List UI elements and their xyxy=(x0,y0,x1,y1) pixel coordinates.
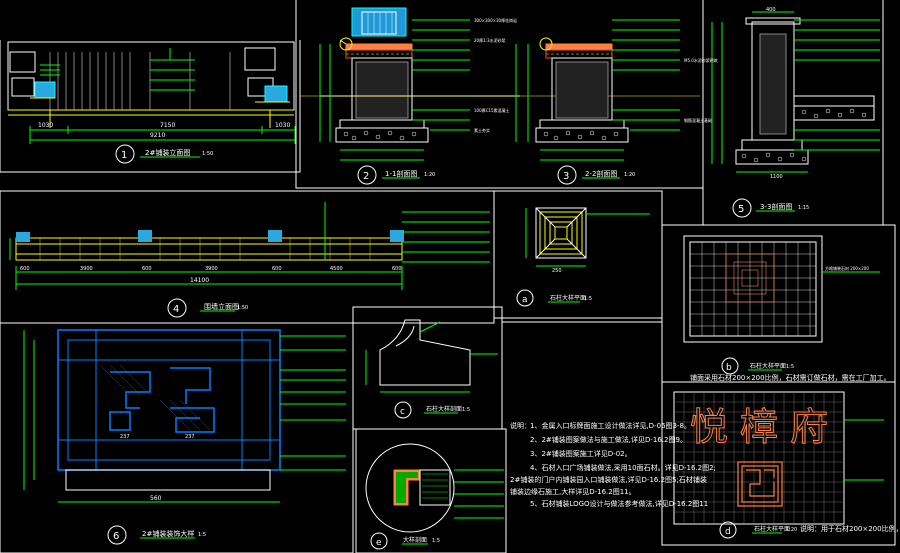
view-a-plan: 250 a 石柱大样平面 1:5 xyxy=(516,207,650,307)
view-3-section: 3 2-2剖面图 1:20 xyxy=(515,19,680,185)
label-scale-1: 1:50 xyxy=(202,151,213,157)
dim-6-width: 560 xyxy=(150,495,162,502)
note-2: 2、2#铺装图案做法与施工做法,详见D-16.2图9。 xyxy=(530,435,687,444)
logo-char-3: 府 xyxy=(790,405,828,449)
note-6: 铺装边缘石施工,大样详见D-16.2图11。 xyxy=(510,487,636,496)
view-2-section: 2 1-1剖面图 1:20 xyxy=(300,7,700,185)
view-d-plan: 悦 樟 府 d 石柱大样平面 1:20 说明：用于石材200×200比例，石材，… xyxy=(673,391,900,539)
note-b: 铺面采用石材200×200比例，石材需订做石材，需在工厂加工。 xyxy=(690,373,891,382)
label-title-c: 石柱大样剖面 xyxy=(426,405,462,413)
label-scale-2: 1:20 xyxy=(424,172,435,178)
callout-5: M5.0水泥砂浆砌筑 xyxy=(684,57,718,63)
dim-1-b: 7150 xyxy=(160,122,175,129)
label-title-5: 3-3剖面图 xyxy=(760,202,792,211)
dim-4-a: 600 xyxy=(20,266,30,272)
dim-4-c: 600 xyxy=(142,266,152,272)
label-num-e: e xyxy=(376,538,382,548)
logo-seal-icon xyxy=(737,461,783,507)
label-title-6: 2#铺装装饰大样 xyxy=(142,529,194,538)
dim-5-top: 400 xyxy=(766,7,776,13)
dim-4-b: 3900 xyxy=(80,266,93,272)
label-title-b: 石柱大样平面 xyxy=(750,362,786,370)
logo-char-2: 樟 xyxy=(740,405,778,449)
label-scale-d: 1:20 xyxy=(786,527,797,533)
view-1-elevation: 1030 7150 1030 9210 1 2#铺装立面图 1:50 xyxy=(7,41,296,164)
label-num-4: 4 xyxy=(173,304,179,315)
dim-4-d: 3900 xyxy=(205,266,218,272)
label-num-a: a xyxy=(522,295,528,305)
view-e-section: e 大样剖面 1:5 xyxy=(365,443,504,550)
dim-4-g: 600 xyxy=(392,266,402,272)
label-scale-4: 1:50 xyxy=(237,305,248,311)
label-scale-5: 1:15 xyxy=(798,205,809,211)
dim-4-total: 14100 xyxy=(190,277,209,284)
callout-b: 方格铺装石材 200×200 xyxy=(825,265,869,271)
label-num-6: 6 xyxy=(113,531,119,542)
view-5-section: 400 1100 5 3-3剖面图 1:15 xyxy=(711,7,880,218)
dim-a-width: 250 xyxy=(552,268,562,274)
callout-6: 钢筋混凝土基础 xyxy=(684,117,712,123)
note-d: 说明：用于石材200×200比例，石材，铺面石材需订做石材，需工厂制作，并需加工… xyxy=(800,524,900,533)
dim-1-c: 1030 xyxy=(275,122,290,129)
label-title-3: 2-2剖面图 xyxy=(585,169,617,178)
note-3: 3、2#铺装图案施工详见D-02。 xyxy=(530,449,632,458)
note-5: 2#铺装的门户内铺装园入口铺装做法,详见D-16.2图5;石材铺装 xyxy=(510,475,707,484)
dim-4-f: 4500 xyxy=(330,266,343,272)
view-6-detail: 560 237 237 6 2#铺装装饰大样 1:5 xyxy=(23,329,346,545)
dim-4-e: 600 xyxy=(272,266,282,272)
label-scale-e: 1:5 xyxy=(432,538,440,544)
label-title-2: 1-1剖面图 xyxy=(385,169,417,178)
label-scale-a: 1:5 xyxy=(584,296,592,302)
dim-1-total: 9210 xyxy=(150,132,165,139)
callout-4: 素土夯实 xyxy=(474,127,490,133)
label-scale-c: 1:5 xyxy=(462,407,470,413)
label-scale-b: 1:5 xyxy=(786,364,794,370)
notes-block: 说明： 1、金属入口标牌面施工设计做法详见,D-06图3-8。 2、2#铺装图案… xyxy=(510,421,716,508)
label-num-c: c xyxy=(400,407,405,417)
label-num-d: d xyxy=(725,527,731,537)
note-4: 4、石材入口广场铺装做法,采用10面石材。详见D-16.2图2; xyxy=(530,463,716,472)
view-b-plan: 方格铺装石材 200×200 b 石柱大样平面 1:5 铺面采用石材200×20… xyxy=(683,235,891,382)
label-title-4: 围墙立面图 xyxy=(204,302,239,311)
logo-char-1: 悦 xyxy=(690,405,728,449)
notes-heading: 说明： xyxy=(510,421,531,430)
view-4-wall-elevation: 600 3900 600 3900 600 4500 600 14100 4 围… xyxy=(9,202,490,318)
callout-3: 100厚C15素混凝土 xyxy=(474,107,510,113)
label-num-b: b xyxy=(726,363,732,373)
label-num-1: 1 xyxy=(121,150,127,161)
label-title-d: 石柱大样平面 xyxy=(754,525,790,533)
label-num-5: 5 xyxy=(738,204,744,215)
label-scale-3: 1:20 xyxy=(624,172,635,178)
dim-6-b: 237 xyxy=(185,434,195,440)
dim-1-a: 1030 xyxy=(38,122,53,129)
label-title-a: 石柱大样平面 xyxy=(550,294,586,302)
callout-2: 20厚1:3水泥砂浆 xyxy=(474,37,506,43)
dim-6-a: 237 xyxy=(120,434,130,440)
label-num-3: 3 xyxy=(563,171,569,182)
note-1: 1、金属入口标牌面施工设计做法详见,D-06图3-8。 xyxy=(530,421,691,430)
label-title-1: 2#铺装立面图 xyxy=(145,148,190,157)
label-scale-6: 1:5 xyxy=(198,532,206,538)
note-7: 5、石材铺装LOGO设计与做法参考做法,详见D-16.2图11 xyxy=(530,499,708,508)
callout-1: 300×300×30厚花岗岩 xyxy=(474,17,517,23)
callout-labels: 300×300×30厚花岗岩 20厚1:3水泥砂浆 100厚C15素混凝土 素土… xyxy=(474,17,718,133)
dim-5-bottom: 1100 xyxy=(770,174,783,180)
label-num-2: 2 xyxy=(363,171,369,182)
view-c-section: c 石柱大样剖面 1:5 xyxy=(365,319,498,419)
label-title-e: 大样剖面 xyxy=(403,536,427,544)
